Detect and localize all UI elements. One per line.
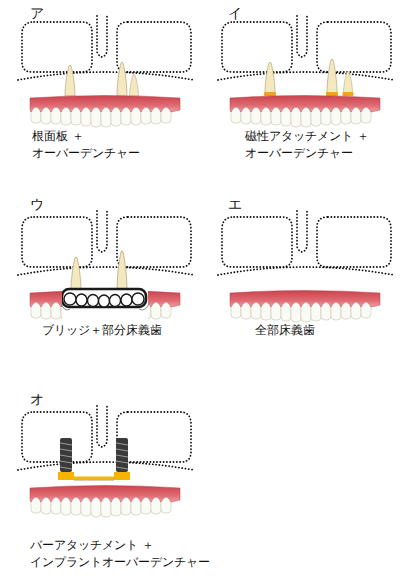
tooth-root — [65, 65, 75, 96]
tooth-root — [117, 251, 127, 291]
bridge-crown — [121, 294, 132, 306]
panel-letter: オ — [30, 390, 60, 408]
connecting-bar — [74, 477, 114, 480]
magnet-keeper — [326, 92, 338, 96]
clasp-wire — [60, 301, 70, 310]
bridge-crown — [132, 293, 144, 305]
tooth-root — [265, 62, 275, 93]
maxilla-outline — [218, 211, 394, 275]
dental-implant — [60, 438, 72, 472]
panel-caption: ブリッジ＋部分床義歯 — [42, 322, 202, 339]
tooth-root — [327, 59, 337, 93]
bridge-crown — [88, 295, 99, 307]
magnet-keeper — [264, 92, 276, 96]
tooth-root — [130, 74, 139, 96]
panel-caption: 磁性アタッチメント ＋オーバーデンチャー — [245, 128, 385, 162]
bridge-crown — [76, 294, 87, 306]
partial-denture — [30, 291, 62, 323]
panel-letter: ウ — [30, 195, 60, 213]
implant-abutment — [58, 472, 74, 480]
panel-letter: エ — [228, 195, 258, 213]
complete-denture — [30, 96, 180, 128]
clasp-wire — [139, 301, 150, 310]
panel-caption: 根面板 ＋オーバーデンチャー — [32, 128, 172, 162]
maxilla-outline — [18, 211, 194, 275]
bridge-frame — [62, 289, 146, 307]
connecting-bar — [74, 480, 114, 481]
complete-denture — [230, 96, 380, 128]
bridge-crown — [110, 295, 121, 307]
panel-caption: バーアタッチメント ＋インプラントオーバーデンチャー — [30, 537, 235, 571]
tooth-root — [71, 257, 81, 291]
maxilla-outline — [18, 406, 194, 470]
bridge-crown — [64, 293, 76, 305]
complete-denture — [30, 486, 180, 518]
tooth-root — [344, 71, 353, 93]
complete-denture — [230, 291, 380, 323]
implant-abutment — [114, 472, 130, 480]
dental-implant — [116, 438, 128, 472]
bridge-crown — [99, 295, 110, 307]
magnet-keeper — [343, 92, 354, 96]
panel-letter: ア — [30, 4, 60, 22]
maxilla-outline — [18, 16, 194, 80]
maxilla-outline — [218, 16, 394, 80]
partial-denture — [148, 291, 180, 323]
tooth-root — [117, 62, 127, 96]
panel-letter: イ — [228, 4, 258, 22]
panel-caption: 全部床義歯 — [255, 322, 395, 339]
